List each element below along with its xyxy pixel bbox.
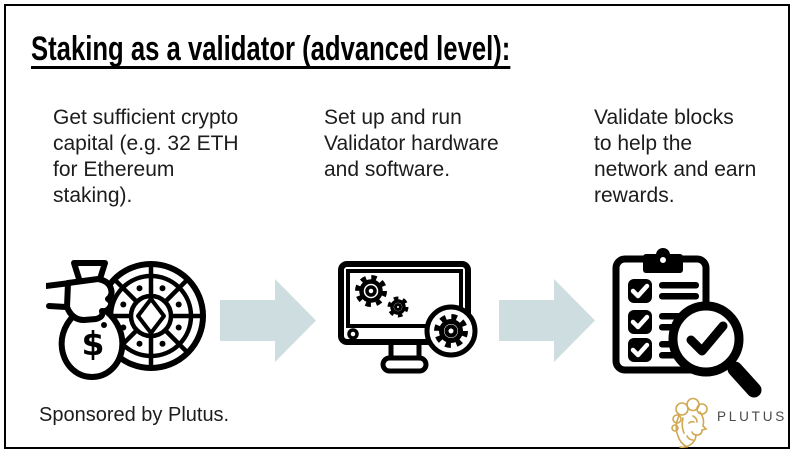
magnifier-check [668,301,762,398]
step-3-description: Validate blocks to help the network and … [594,106,757,207]
gear-badge [424,304,478,358]
step-1-description: Get sufficient crypto capital (e.g. 32 E… [53,106,239,207]
page-title: Staking as a validator (advanced level): [31,30,511,68]
plutus-wordmark: PLUTUS [717,409,788,424]
arrow-right-icon [220,279,316,362]
validator-computer-gears-icon [338,261,478,374]
sponsored-text: Sponsored by Plutus. [39,404,230,426]
gear-large [355,275,387,307]
dollar-sign-glyph: $ [82,324,105,363]
coin [96,261,206,371]
gear-small [387,296,409,318]
infographic-frame: Staking as a validator (advanced level):… [4,4,790,449]
money-bag [46,260,126,380]
plutus-face-icon [671,397,708,449]
money-bag-coin-icon: $ [46,260,206,380]
step-2-description: Set up and run Validator hardware and so… [324,106,499,181]
arrow-right-icon [499,279,595,362]
clipboard-checklist-magnifier-icon [612,248,762,398]
